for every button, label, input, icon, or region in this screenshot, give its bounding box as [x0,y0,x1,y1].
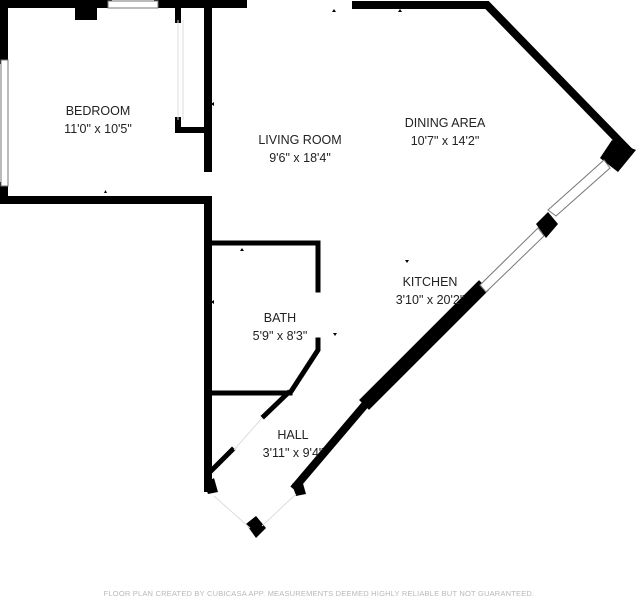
room-name: HALL [277,428,309,442]
room-size: 3'10" x 20'2" [395,293,465,307]
room-bath: BATH 5'9" x 8'3" [253,309,308,345]
room-name: BATH [263,311,297,325]
wall-bedroom-left [0,0,212,204]
room-size: 5'9" x 8'3" [252,329,308,343]
chimney-block [75,4,97,20]
wall-diagonal-hall [290,394,375,492]
room-size: 11'0" x 10'5" [64,122,132,136]
room-kitchen: KITCHEN 3'10" x 20'2" [396,273,465,309]
room-size: 9'6" x 18'4" [269,151,331,165]
room-size: 10'7" x 14'2" [410,134,480,148]
wall-top-right [352,0,634,156]
room-bedroom: BEDROOM 11'0" x 10'5" [64,102,132,138]
disclaimer-footer: FLOOR PLAN CREATED BY CUBICASA APP. MEAS… [103,589,535,598]
room-dining-area: DINING AREA 10'7" x 14'2" [405,114,486,150]
window-right-upper [547,159,611,217]
window-pier [536,212,558,238]
window-right-lower [479,227,545,293]
room-name: KITCHEN [402,275,458,289]
wall-bath [207,240,321,394]
window-left [0,59,9,187]
wall-hall-diag [206,389,292,476]
room-name: BEDROOM [65,104,131,118]
corner-block [600,140,636,172]
room-name: LIVING ROOM [258,133,342,147]
room-name: DINING AREA [404,116,486,130]
room-size: 3'11" x 9'4" [262,446,324,460]
room-living-room: LIVING ROOM 9'6" x 18'4" [258,131,341,167]
window-top [107,0,159,9]
wall-diagonal-lower [359,280,489,410]
wall-closet [175,7,209,133]
room-hall: HALL 3'11" x 9'4" [263,426,324,462]
